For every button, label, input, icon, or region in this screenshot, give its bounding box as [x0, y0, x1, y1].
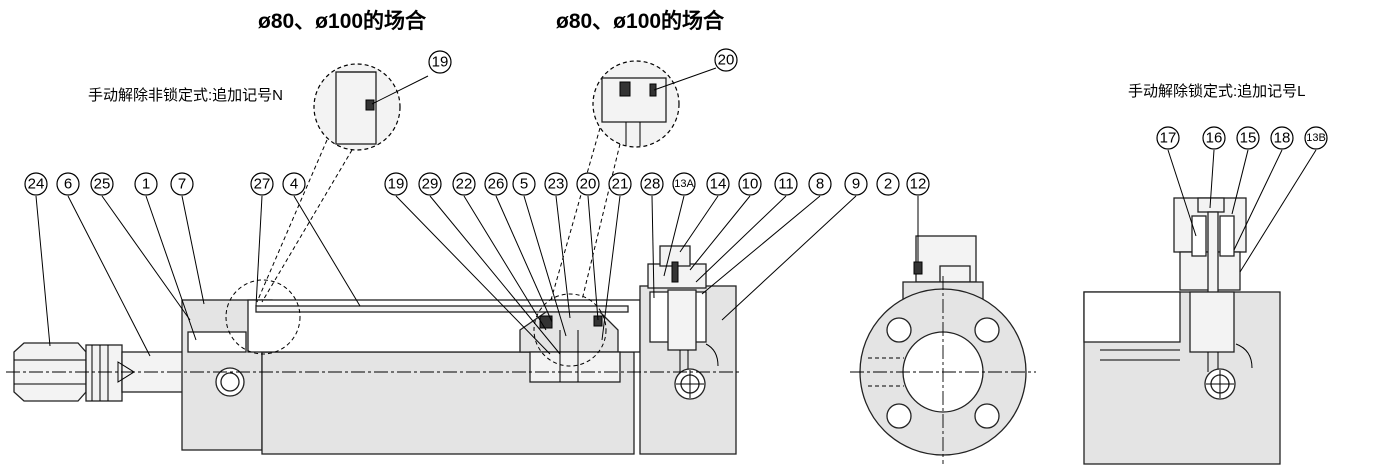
- part-number-6: 6: [64, 176, 72, 193]
- detail-view-left: [225, 63, 401, 355]
- part-number-17: 17: [1160, 130, 1177, 147]
- part-number-28: 28: [644, 176, 661, 193]
- part-number-1: 1: [142, 176, 150, 193]
- detail-caption-right: ø80、ø100的场合: [556, 9, 725, 33]
- manual-lock-detail-view: [1083, 197, 1281, 465]
- part-number-14: 14: [710, 176, 727, 193]
- part-number-9: 9: [852, 176, 860, 193]
- detail-caption-left: ø80、ø100的场合: [258, 9, 427, 33]
- part-number-27: 27: [254, 176, 271, 193]
- part-number-11: 11: [778, 176, 794, 193]
- part-number-10: 10: [742, 176, 759, 193]
- part-number-21: 21: [612, 176, 629, 193]
- part-number-callouts: 24 6 25 1 7 27 4 19 29 22 26 5 23 20 21 …: [24, 48, 1328, 196]
- part-number-7: 7: [178, 176, 186, 193]
- part-number-16: 16: [1206, 130, 1223, 147]
- part-number-20: 20: [580, 176, 597, 193]
- part-number-5: 5: [520, 176, 528, 193]
- manual-release-lock-label: 手动解除锁定式:追加记号L: [1128, 83, 1306, 100]
- part-number-15: 15: [1240, 130, 1257, 147]
- detail-part-number-20: 20: [718, 52, 735, 69]
- part-number-26: 26: [488, 176, 505, 193]
- part-number-4: 4: [290, 176, 298, 193]
- detail-part-number-19: 19: [432, 54, 449, 71]
- part-number-25: 25: [94, 176, 111, 193]
- cylinder-end-view: [850, 235, 1036, 464]
- part-number-8: 8: [816, 176, 824, 193]
- part-number-13a: 13A: [674, 178, 694, 190]
- part-number-19: 19: [388, 176, 405, 193]
- cylinder-section-view: [6, 245, 742, 455]
- part-number-2: 2: [884, 176, 892, 193]
- manual-release-non-lock-label: 手动解除非锁定式:追加记号N: [88, 87, 283, 104]
- leader-lines: [35, 67, 1317, 357]
- part-number-23: 23: [548, 176, 565, 193]
- part-number-12: 12: [910, 176, 927, 193]
- part-number-24: 24: [28, 176, 45, 193]
- part-number-13b: 13B: [1306, 132, 1326, 144]
- detail-view-right: [533, 60, 680, 367]
- part-number-18: 18: [1274, 130, 1291, 147]
- part-number-29: 29: [422, 176, 439, 193]
- part-number-22: 22: [456, 176, 473, 193]
